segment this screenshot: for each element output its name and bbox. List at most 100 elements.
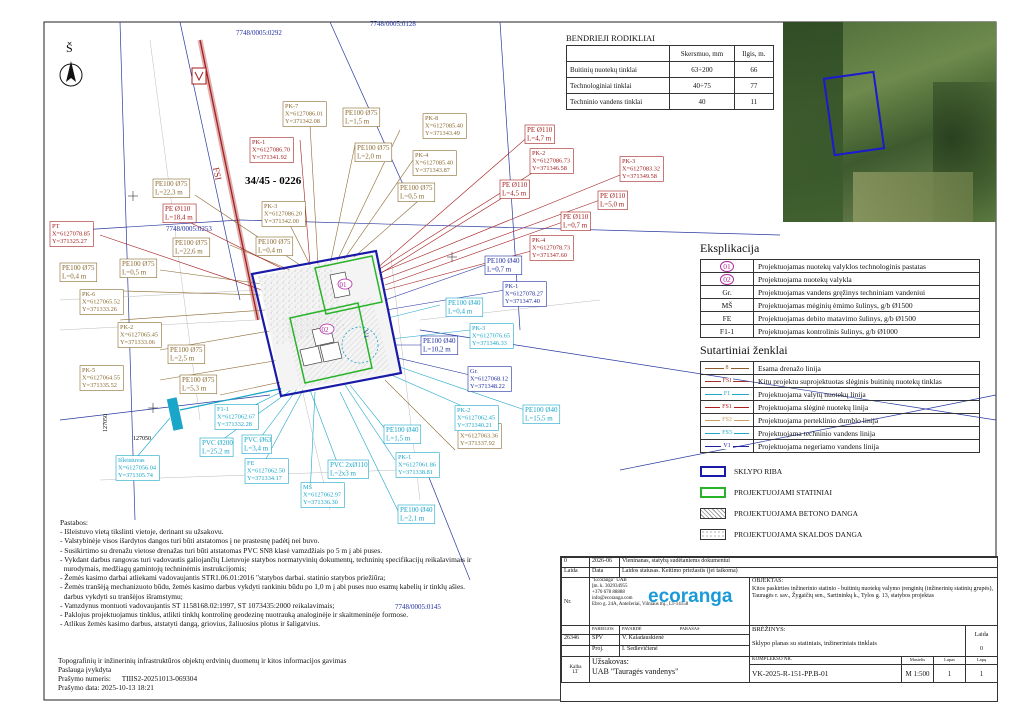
label-line: F1-1 [217,406,229,413]
label-box [255,236,294,256]
object-cell: OBJEKTAS: Kitos paskirties inžinerinio s… [748,577,999,626]
v1-site-label: V1 [361,329,370,339]
label-line: Y=371347.40 [505,298,540,305]
parcel-boundary [250,249,403,398]
elevation-mark-vertical: 127050 [103,414,109,432]
label-line: Gr. [470,368,478,375]
explication-code: MŠ [721,300,733,310]
note-item: darbus vykdyti su tranšėjos išramstymu; [60,591,183,601]
note-item: - Vykdant darbus rangovas turi vadovauti… [60,554,472,564]
label-line: X=6127086.73 [532,158,570,165]
label-line: X=6127085.40 [425,123,463,130]
survey-info: Topografinių ir inžinerinių infrastruktū… [58,656,346,692]
label-box [342,107,381,127]
lapu-label: Lapų [964,656,999,665]
laida-label: Laida [974,632,989,638]
label-line: PE100 Ø40 [423,337,456,345]
parcel-id: 34/45 - 0226 [245,175,302,187]
label-line: X=6127062.50 [247,468,285,475]
cyan-network-label: PK-1X=6127061.86Y=371338.81 [395,452,440,478]
note-item: - Atlikus žemės kasimo darbus, atstatyti… [60,619,321,629]
label-line: X=6127062.45 [457,415,495,422]
company-address: Ebro g. 24A, Antežeriai, Vilniaus mj., L… [592,602,689,607]
north-arrow-icon [59,61,83,87]
label-box [79,289,124,315]
label-line: PE Ø110 [502,181,528,189]
label-line: L=4,5 m [502,189,527,197]
area-label: SKLYPO RIBA [734,466,783,476]
label-line: L=22,3 m [155,188,183,196]
label-line: X=6127064.55 [82,375,120,382]
label-line: PVC 2xØ110 [330,461,368,469]
aerial-parcel-boundary [822,70,886,157]
cyan-network-label: FEX=6127062.50Y=371334.17 [244,458,289,484]
label-box [199,437,234,457]
explication-code: F1-1 [719,326,735,336]
label-box [115,455,160,481]
brand-logo: ecoranga [648,586,733,607]
label-box [300,482,345,508]
summary-cell: 77 [733,77,775,94]
label-line: Y=371333.06 [120,339,155,346]
label-line: L=0,5 m [400,192,425,200]
blue-network-label: PK-1X=6127078.27Y=371347.40 [502,281,547,307]
kalba-cell: Kalba LT [561,656,590,683]
rev-text: Vieninanas, statybą sudėtaniems dokument… [618,557,999,568]
label-line: X=6127062.67 [217,414,255,421]
label-box [529,235,574,261]
label-box [499,179,530,199]
area-swatch [700,507,726,519]
label-box [249,137,294,163]
symbol-text: Esama drenažo linija [758,363,821,373]
elevation-mark: 127050 [133,436,151,442]
explication-text: Projektuojamas vandens gręžinys technini… [758,287,926,297]
label-line: Y=371332.28 [217,421,252,428]
label-line: PE100 Ø75 [182,376,215,384]
label-line: PE100 Ø75 [400,184,433,192]
explication-text: Projektuojamas nuotekų valyklos technolo… [758,261,926,271]
parcel-ref-0292: 7748/0005:0292 [236,29,282,37]
grid-crosses [128,191,457,413]
label-line: X=6127056.04 [118,465,157,472]
label-line: X=6127078.73 [532,245,570,252]
label-line: X=6127065.52 [82,299,120,306]
label-box [484,255,523,275]
explication-text: Projektuojamas kontrolinis šulinys, g/b … [758,326,898,336]
label-line: PE Ø110 [600,192,626,200]
label-box [397,182,436,202]
label-box [397,504,436,524]
label-line: L=3,4 m [244,444,269,452]
explication-text: Projektuojamas debito matavimo šulinys, … [758,313,916,323]
label-line: L=18,4 m [165,213,193,221]
symbol-text: Projektuojama techninio vandens linija [758,428,876,438]
parcel-ref-0128: 7748/0005:0128 [370,20,416,28]
label-line: Y=371346.58 [532,165,567,172]
label-line: L=4,7 m [527,134,552,142]
label-line: L=5,0 m [600,200,625,208]
label-line: L=2x3 m [330,469,356,477]
drawing-cell: BRĖŽINYS: Sklypo planas su statiniais, i… [749,625,966,657]
explication-row: F1-1 Projektuojamas kontrolinis šulinys, … [700,325,980,338]
label-line: X=6127086.01 [285,111,323,118]
summary-cell: 40÷75 [669,77,735,94]
label-line: PE100 Ø40 [525,406,558,414]
label-line: PE100 Ø40 [487,257,520,265]
explication-code: Gr. [722,287,732,297]
label-line: L=1,5 m [345,117,370,125]
